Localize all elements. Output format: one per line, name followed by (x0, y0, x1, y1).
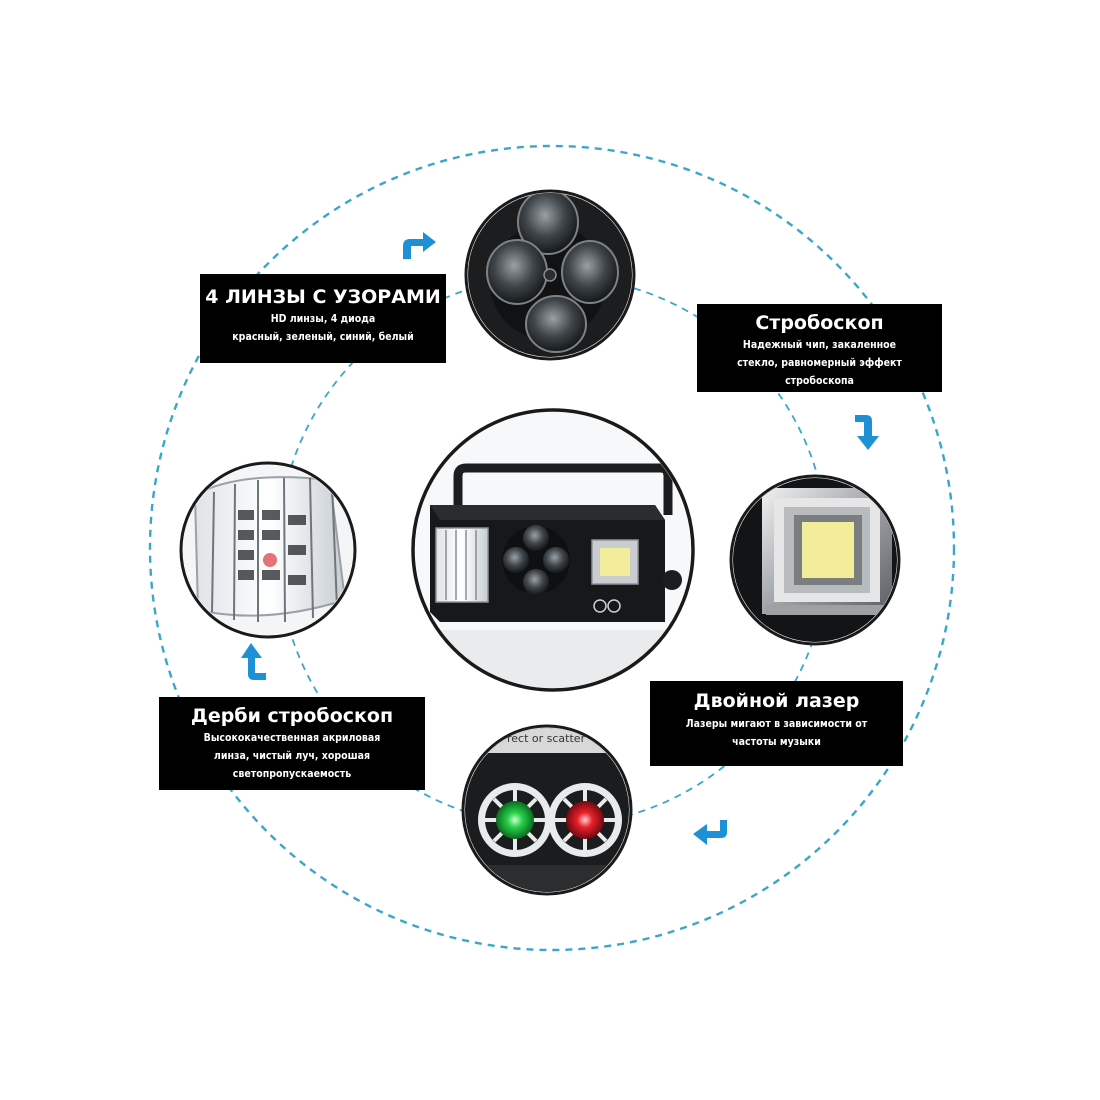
outer-dashed-ring (148, 144, 956, 952)
label-strobe-line-1: Надежный чип, закаленное (742, 339, 897, 351)
red-laser-icon (548, 783, 622, 857)
label-strobe-line-2: стекло, равномерный эффект (737, 357, 902, 369)
label-laser-title: Двойной лазер (693, 690, 860, 712)
arrow-right-icon (855, 415, 879, 450)
green-laser-icon (478, 783, 552, 857)
label-derby-line-2: линза, чистый луч, хорошая (213, 750, 371, 762)
lenses-photo (464, 189, 636, 361)
label-lenses-line-2: красный, зеленый, синий, белый (232, 331, 414, 343)
lens-icon (486, 193, 619, 353)
derby-photo (179, 461, 357, 639)
label-strobe-line-3: стробоскопа (785, 375, 854, 387)
arrow-bottom-right-icon (693, 820, 727, 845)
label-strobe: Стробоскоп Надежный чип, закаленное стек… (697, 304, 942, 392)
label-derby-title: Дерби стробоскоп (190, 705, 394, 727)
label-strobe-title: Стробоскоп (755, 312, 884, 334)
label-derby: Дерби стробоскоп Высококачественная акри… (159, 697, 425, 790)
label-laser-line-2: частоты музыки (732, 736, 821, 748)
label-laser-line-1: Лазеры мигают в зависимости от (685, 718, 868, 730)
label-derby-line-3: светопропускаемость (232, 768, 352, 780)
arrow-top-left-icon (403, 232, 436, 259)
label-lenses-line-1: HD линзы, 4 диода (270, 313, 376, 325)
strobe-photo (729, 474, 901, 646)
fixture-photo (411, 408, 695, 692)
laser-photo-text: rect or scatter (507, 732, 586, 745)
label-laser: Двойной лазер Лазеры мигают в зависимост… (650, 681, 903, 766)
label-lenses-title: 4 ЛИНЗЫ С УЗОРАМИ (205, 286, 441, 308)
laser-photo: rect or scatter (461, 724, 633, 896)
label-derby-line-1: Высококачественная акриловая (203, 732, 381, 744)
label-lenses: 4 ЛИНЗЫ С УЗОРАМИ HD линзы, 4 диода крас… (200, 274, 446, 363)
arrow-left-icon (241, 643, 266, 680)
